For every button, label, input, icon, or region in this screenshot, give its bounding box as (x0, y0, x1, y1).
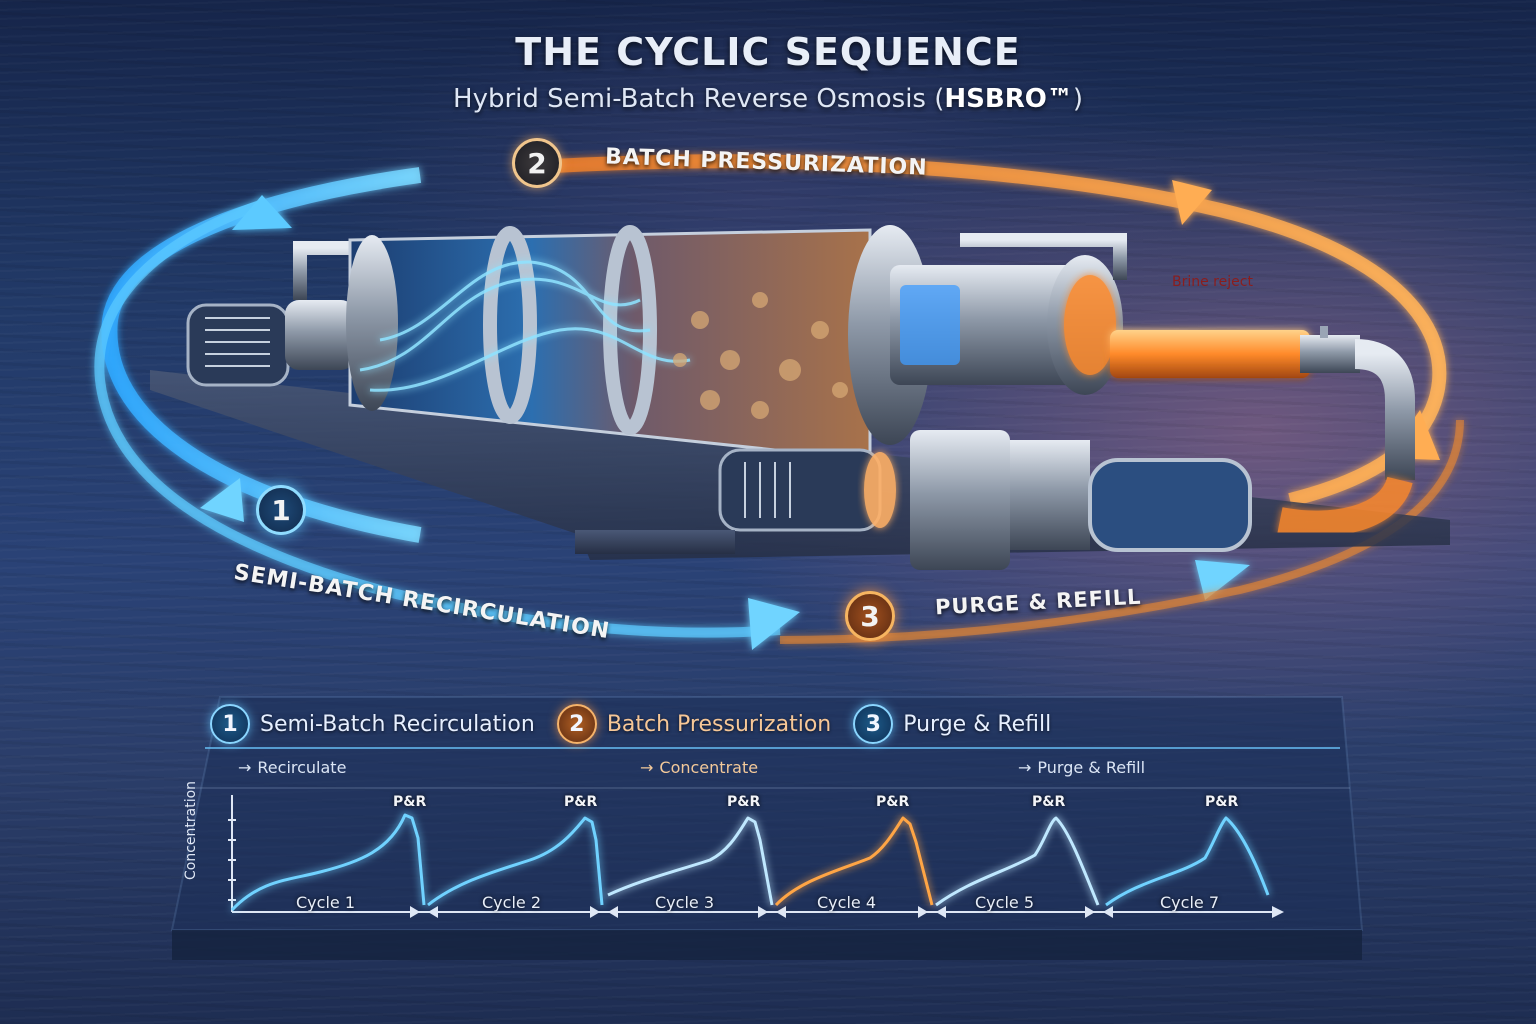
page-title: THE CYCLIC SEQUENCE (515, 30, 1021, 74)
action-text: Purge & Refill (1037, 758, 1146, 777)
brine-reject-pipe (1110, 326, 1415, 537)
stage-3-badge: 3 (845, 591, 895, 641)
action-text: Concentrate (659, 758, 759, 777)
feed-pump-motor (186, 241, 360, 387)
cycle-label: Cycle 7 (1160, 893, 1219, 912)
brand-name: HSBRO™ (944, 84, 1073, 114)
legend-item-pressurization: 2 Batch Pressurization (556, 704, 832, 744)
legend-label-1: Semi-Batch Recirculation (260, 711, 535, 737)
brine-reject-annotation: Brine reject (1172, 274, 1253, 290)
action-purge-refill: → Purge & Refill (1018, 758, 1145, 777)
cycle-label: Cycle 3 (655, 893, 714, 912)
pressure-vessel (346, 225, 872, 462)
cycle-label: Cycle 4 (817, 893, 876, 912)
action-text: Recirculate (257, 758, 347, 777)
legend-label-3: Purge & Refill (903, 711, 1052, 737)
legend-badge-2: 2 (556, 704, 597, 744)
peak-label: P&R (1032, 794, 1066, 810)
legend-badge-3: 3 (853, 704, 894, 744)
action-recirculate: → Recirculate (238, 758, 346, 777)
cycle-label: Cycle 1 (296, 893, 355, 912)
peak-label: P&R (1205, 794, 1239, 810)
legend-item-recirculation: 1 Semi-Batch Recirculation (210, 704, 535, 744)
stage-1-badge: 1 (256, 485, 306, 535)
peak-label: P&R (564, 794, 598, 810)
arrow-right-icon: → (1018, 758, 1032, 777)
arrow-right-icon: → (640, 758, 654, 777)
stage-legend: 1 Semi-Batch Recirculation 2 Batch Press… (210, 700, 1340, 748)
stage-2-badge: 2 (512, 138, 562, 188)
peak-label: P&R (393, 794, 427, 810)
pressure-exchanger (848, 225, 1127, 445)
timeline-panel-frame (170, 696, 1364, 960)
legend-badge-1: 1 (210, 704, 250, 744)
subtitle-text: Hybrid Semi-Batch Reverse Osmosis ( (453, 84, 945, 114)
cycle-label: Cycle 2 (482, 893, 541, 912)
page-subtitle: Hybrid Semi-Batch Reverse Osmosis (HSBRO… (0, 84, 1536, 114)
y-axis-label: Concentration (183, 780, 199, 880)
action-concentrate: → Concentrate (640, 758, 758, 777)
legend-item-purge-refill: 3 Purge & Refill (853, 704, 1051, 744)
legend-label-2: Batch Pressurization (606, 711, 832, 737)
peak-label: P&R (876, 794, 910, 810)
recirculation-arrow-ring (94, 167, 1250, 650)
peak-label: P&R (727, 794, 761, 810)
arrow-right-icon: → (238, 758, 252, 777)
subtitle-suffix: ) (1072, 84, 1083, 114)
cycle-label: Cycle 5 (975, 893, 1034, 912)
high-pressure-pump (575, 430, 1252, 570)
concentration-chart (228, 795, 1284, 918)
